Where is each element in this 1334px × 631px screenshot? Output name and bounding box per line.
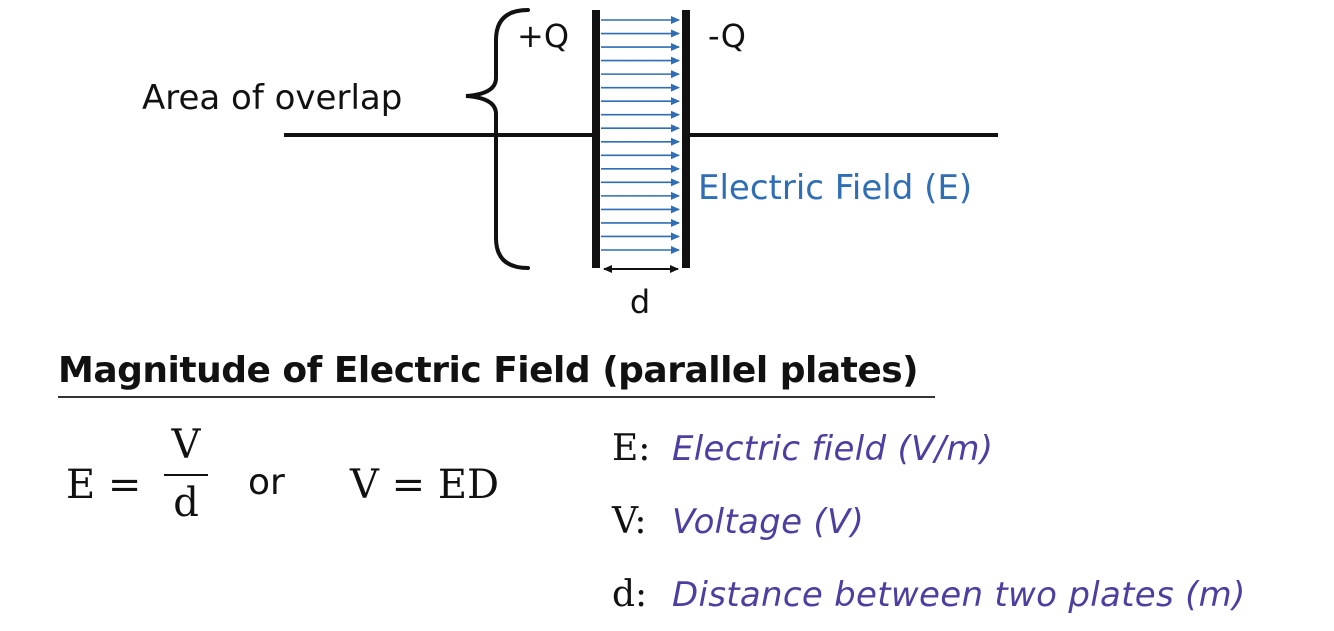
legend-symbol: d: [612, 574, 648, 615]
legend-symbol: V: [612, 501, 647, 542]
formula-lhs: E = [66, 462, 142, 508]
legend-item: d: Distance between two plates (m) [612, 558, 1246, 631]
formula-v-equals-ed: V = ED [350, 462, 500, 508]
fraction-numerator: V [171, 422, 201, 468]
area-of-overlap-label: Area of overlap [142, 78, 402, 118]
legend-item: E: Electric field (V/m) [612, 412, 1246, 485]
plus-charge-label: +Q [517, 17, 569, 55]
fraction-denominator: d [173, 480, 199, 526]
formula-e-equals-v-over-d: E = V d [66, 420, 208, 550]
legend-description: Distance between two plates (m) [672, 574, 1246, 615]
fraction-bar [164, 474, 208, 476]
electric-field-label: Electric Field (E) [698, 168, 972, 208]
gap-label: d [630, 283, 650, 321]
minus-charge-label: -Q [708, 17, 746, 55]
legend-symbol: E: [612, 428, 651, 469]
legend-description: Voltage (V) [672, 501, 865, 542]
variable-legend: E: Electric field (V/m) V: Voltage (V) d… [612, 412, 1246, 631]
legend-item: V: Voltage (V) [612, 485, 1246, 558]
legend-description: Electric field (V/m) [672, 428, 994, 469]
fraction: V d [164, 420, 208, 528]
heading-underline [58, 396, 935, 398]
field-lines [601, 16, 680, 254]
capacitor-diagram: +Q -Q Area of overlap Electric Field (E)… [142, 8, 998, 321]
or-connector: or [248, 462, 285, 503]
section-heading: Magnitude of Electric Field (parallel pl… [58, 350, 919, 391]
area-brace [465, 8, 530, 270]
